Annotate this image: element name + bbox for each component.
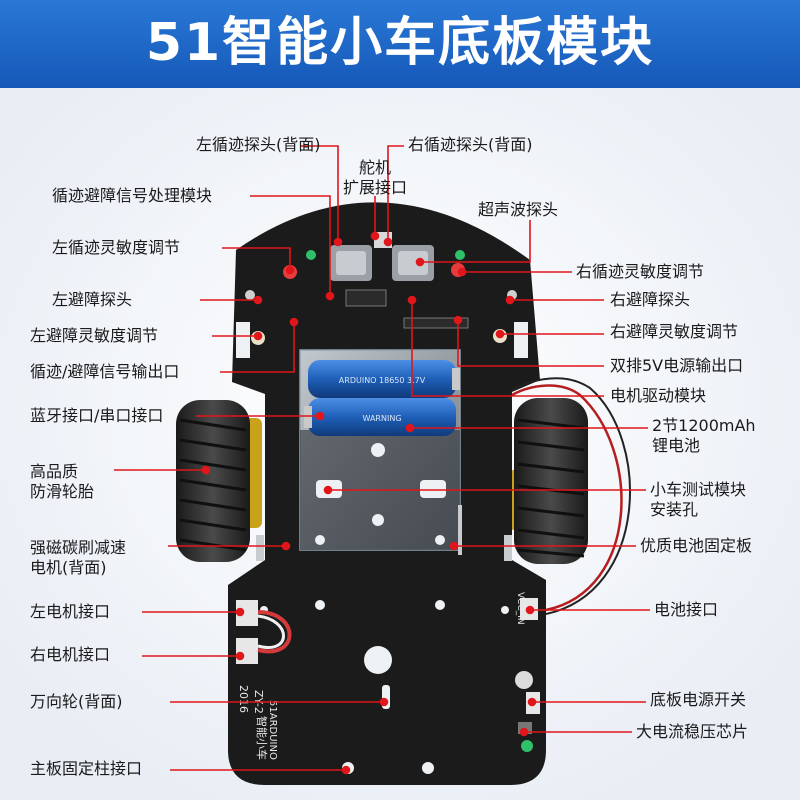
callout-dot: [519, 727, 529, 737]
battery-warning: WARNING: [362, 414, 401, 423]
callout-dot: [495, 329, 505, 339]
left-tire: [176, 400, 262, 562]
callout-dot: [527, 697, 537, 707]
right-tire: [508, 398, 588, 564]
callout-line: [411, 300, 604, 397]
callout-line: [300, 145, 339, 242]
label-mount-post: 主板固定柱接口: [30, 759, 143, 778]
callout-lines: [114, 145, 650, 775]
callout-line: [220, 322, 295, 373]
callout-dot: [289, 317, 299, 327]
bottom-board-details: ZY-2 2016 智能小车 51ARDUINO VCC_IN: [236, 592, 540, 760]
callout-dot: [325, 291, 335, 301]
page-title: 51智能小车底板模块: [145, 13, 655, 73]
label-signal-module: 循迹避障信号处理模块: [52, 186, 213, 205]
callout-dot: [453, 315, 463, 325]
label-battery: 2节1200mAh 锂电池: [652, 416, 756, 455]
callout-dot: [449, 541, 459, 551]
callout-dot: [333, 237, 343, 247]
callout-dot: [405, 423, 415, 433]
battery-pack: ARDUINO 18650 3.7V WARNING: [304, 360, 460, 436]
callout-dot: [253, 295, 263, 305]
label-left-obstacle-probe: 左避障探头: [52, 290, 133, 309]
label-left-obstacle-sens: 左避障灵敏度调节: [30, 326, 159, 345]
label-regulator: 大电流稳压芯片: [636, 722, 749, 741]
label-left-track-sens: 左循迹灵敏度调节: [52, 238, 181, 257]
callout-dot: [201, 465, 211, 475]
callout-dot: [457, 267, 467, 277]
label-motor: 强磁碳刷减速 电机(背面): [30, 538, 127, 577]
label-right-motor-port: 右电机接口: [30, 645, 111, 664]
label-tire: 高品质 防滑轮胎: [30, 462, 95, 501]
product-photo: ARDUINO 18650 3.7V WARNING ZY-2 2016 智能小…: [0, 88, 800, 800]
label-right-obstacle-probe: 右避障探头: [610, 290, 691, 309]
callout-dot: [379, 697, 389, 707]
standoffs: [256, 505, 512, 561]
callout-dot: [370, 231, 380, 241]
mount-holes: [260, 443, 509, 774]
title-banner: 51智能小车底板模块: [0, 0, 800, 88]
callout-dot: [235, 607, 245, 617]
callout-dot: [281, 541, 291, 551]
label-motor-driver: 电机驱动模块: [610, 386, 707, 405]
callout-dot: [323, 485, 333, 495]
label-dual-5v: 双排5V电源输出口: [610, 356, 744, 375]
label-battery-holder: 优质电池固定板: [640, 536, 753, 555]
label-bluetooth: 蓝牙接口/串口接口: [30, 406, 164, 425]
callout-dot: [253, 331, 263, 341]
label-power-switch: 底板电源开关: [650, 690, 747, 709]
callout-line: [222, 247, 291, 270]
label-right-track-probe: 右循迹探头(背面): [408, 135, 533, 154]
battery-print: ARDUINO 18650 3.7V: [339, 376, 426, 385]
callout-dot: [383, 237, 393, 247]
label-signal-output: 循迹/避障信号输出口: [30, 362, 180, 381]
label-battery-port: 电池接口: [654, 600, 719, 619]
callout-line: [387, 145, 404, 242]
board-year: 2016: [237, 685, 250, 713]
callout-dot: [315, 411, 325, 421]
callout-dot: [415, 257, 425, 267]
callout-dot: [285, 265, 295, 275]
label-ultrasonic: 超声波探头: [478, 200, 559, 219]
callout-dot: [505, 295, 515, 305]
label-left-track-probe: 左循迹探头(背面): [196, 135, 321, 154]
callout-line: [457, 320, 604, 367]
callout-dot: [407, 295, 417, 305]
callout-line: [420, 220, 531, 263]
label-test-module: 小车测试模块 安装孔: [650, 480, 747, 519]
callout-dot: [341, 765, 351, 775]
label-left-motor-port: 左电机接口: [30, 602, 111, 621]
board-cn-name: 智能小车: [255, 716, 269, 760]
callout-line: [250, 195, 331, 296]
callout-dot: [525, 605, 535, 615]
board-vcc: VCC_IN: [515, 592, 525, 625]
label-right-track-sens: 右循迹灵敏度调节: [576, 262, 705, 281]
callout-dot: [235, 651, 245, 661]
board-brand: 51ARDUINO: [267, 700, 278, 760]
label-servo-port: 舵机 扩展接口: [342, 158, 407, 197]
label-caster: 万向轮(背面): [30, 692, 123, 711]
label-right-obstacle-sens: 右避障灵敏度调节: [610, 322, 739, 341]
